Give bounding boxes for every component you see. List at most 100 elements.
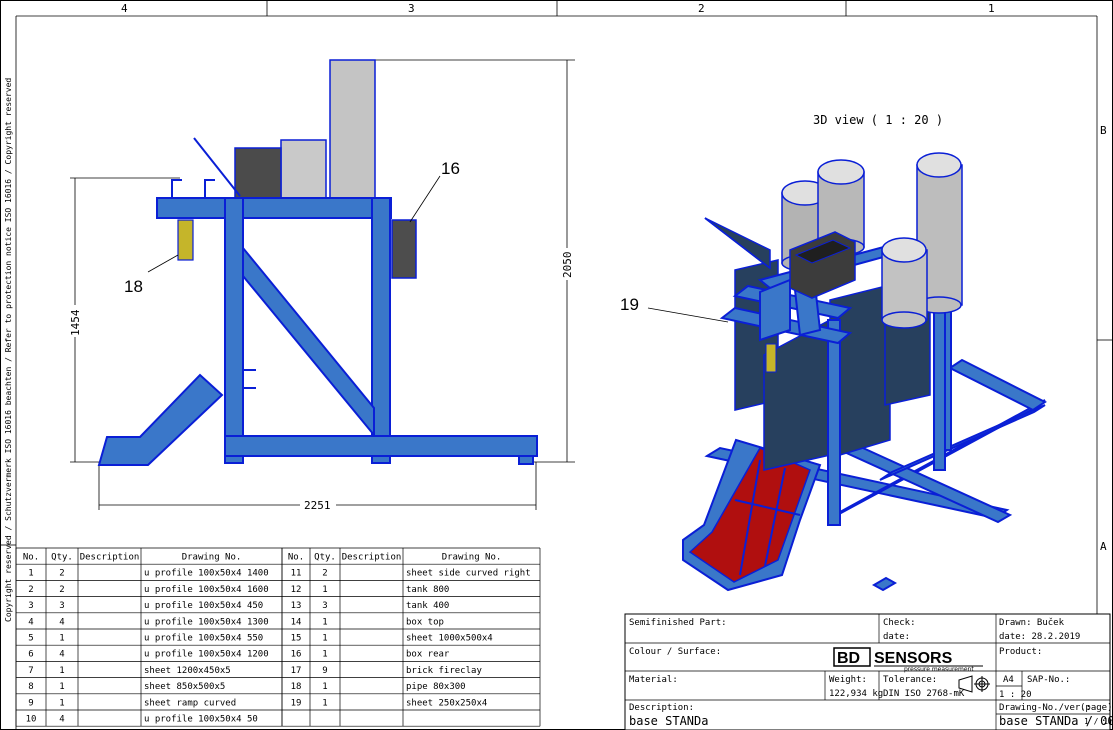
bom-header-1-1: Qty.: [314, 553, 336, 563]
sheet-size: A4: [1003, 675, 1014, 685]
projection-symbol-icon: [958, 675, 990, 693]
right-post: [371, 197, 391, 464]
bom-qty: 1: [59, 634, 64, 644]
bom-no: 1: [28, 569, 33, 579]
drawn-by: Drawn: Buček: [999, 617, 1065, 628]
bom-drawing-no: brick fireclay: [406, 666, 482, 676]
page-label: (page): [1080, 703, 1113, 713]
bom-qty: 4: [59, 617, 64, 627]
bom-header-0-2: Description: [80, 553, 140, 563]
bom-drawing-no: sheet 1000x500x4: [406, 634, 493, 644]
bom-qty: 1: [59, 682, 64, 692]
box-rear-side: [391, 219, 417, 279]
bom-drawing-no: tank 400: [406, 601, 449, 611]
zone-b: B: [1100, 124, 1107, 137]
bom-drawing-no: sheet side curved right: [406, 569, 531, 579]
bom-qty: 3: [59, 601, 64, 611]
iso-pipe: [765, 343, 777, 373]
drawing-no-label: Drawing-No./ver.:: [999, 703, 1091, 713]
bom-no: 9: [28, 698, 33, 708]
bom-qty: 1: [322, 585, 327, 595]
bom-drawing-no: sheet ramp curved: [144, 698, 236, 708]
bom-drawing-no: box top: [406, 617, 444, 627]
copyright-notice: Copyright reserved / Schutzvermerk ISO 1…: [4, 78, 13, 622]
dim-width: 2251: [304, 499, 331, 512]
check-date-label: date:: [883, 632, 910, 642]
bom-drawing-no: pipe 80x300: [406, 682, 466, 692]
bom-no: 5: [28, 634, 33, 644]
bom-no: 8: [28, 682, 33, 692]
check-label: Check:: [883, 618, 916, 628]
bom-qty: 9: [322, 666, 327, 676]
bom-qty: 1: [322, 650, 327, 660]
bom-drawing-no: u profile 100x50x4 550: [144, 634, 263, 644]
bom-header-0-3: Drawing No.: [182, 553, 242, 563]
material-label: Material:: [629, 675, 678, 685]
bom-drawing-no: u profile 100x50x4 50: [144, 715, 258, 725]
bom-no: 19: [291, 698, 302, 708]
foot-right: [518, 455, 534, 465]
page-value: 1 / 1): [1084, 717, 1113, 726]
bom-qty: 3: [322, 601, 327, 611]
logo-subtitle: pressure measurement: [904, 666, 974, 673]
bom-no: 4: [28, 617, 33, 627]
bom-no: 3: [28, 601, 33, 611]
bom-qty: 1: [59, 666, 64, 676]
bom-qty: 4: [59, 715, 64, 725]
bd-sensors-logo: BD SENSORS pressure measurement: [833, 647, 983, 673]
tank-800-side: [329, 59, 376, 219]
drawing-no-value: base STANDa / 00: [999, 714, 1113, 728]
side-view: [70, 59, 575, 510]
zone-1: 1: [988, 2, 995, 15]
callout-19: 19: [620, 295, 639, 314]
bom-no: 16: [291, 650, 302, 660]
iso-tank-front: [881, 237, 928, 329]
drawn-date: date: 28.2.2019: [999, 632, 1080, 642]
bom-qty: 1: [322, 617, 327, 627]
bom-header-0-0: No.: [23, 553, 39, 563]
weight-value: 122,934 kg: [829, 689, 883, 699]
dim-height-frame: 1454: [69, 309, 82, 336]
iso-base-beam-back: [948, 358, 1047, 412]
zone-2: 2: [698, 2, 705, 15]
top-brackets: [171, 179, 215, 198]
bom-drawing-no: u profile 100x50x4 450: [144, 601, 263, 611]
bom-header-1-2: Description: [342, 553, 402, 563]
dim-height-total: 2050: [561, 252, 574, 279]
callout-18: 18: [124, 277, 143, 296]
side-brackets: [243, 369, 256, 389]
view-3d-title: 3D view ( 1 : 20 ): [813, 113, 943, 127]
bom-no: 13: [291, 601, 302, 611]
scale: 1 : 20: [999, 690, 1032, 700]
bom-drawing-no: box rear: [406, 650, 450, 660]
sap-label: SAP-No.:: [1027, 675, 1070, 685]
box-top-side: [234, 147, 282, 199]
bom-qty: 1: [59, 698, 64, 708]
diagonal-brace: [242, 245, 375, 438]
bom-qty: 2: [322, 569, 327, 579]
bom-no: 17: [291, 666, 302, 676]
iso-view: [682, 152, 1047, 592]
bom-no: 18: [291, 682, 302, 692]
left-post: [224, 197, 244, 464]
ramp-side: [97, 373, 224, 466]
bom-no: 2: [28, 585, 33, 595]
bom-qty: 2: [59, 569, 64, 579]
bom-no: 6: [28, 650, 33, 660]
bom-drawing-no: sheet 1200x450x5: [144, 666, 231, 676]
description-label: Description:: [629, 703, 694, 713]
weight-label: Weight:: [829, 675, 867, 685]
bom-no: 15: [291, 634, 302, 644]
bom-no: 12: [291, 585, 302, 595]
top-sheet-edge: [193, 137, 241, 197]
colour-label: Colour / Surface:: [629, 647, 721, 657]
bom-no: 7: [28, 666, 33, 676]
zone-a: A: [1100, 540, 1107, 553]
bom-no: 10: [26, 715, 37, 725]
semifinished-label: Semifinished Part:: [629, 618, 727, 628]
bom-drawing-no: u profile 100x50x4 1200: [144, 650, 269, 660]
bom-qty: 4: [59, 650, 64, 660]
zone-labels-top: 4 3 2 1 B A: [121, 2, 1107, 553]
bom-qty: 2: [59, 585, 64, 595]
